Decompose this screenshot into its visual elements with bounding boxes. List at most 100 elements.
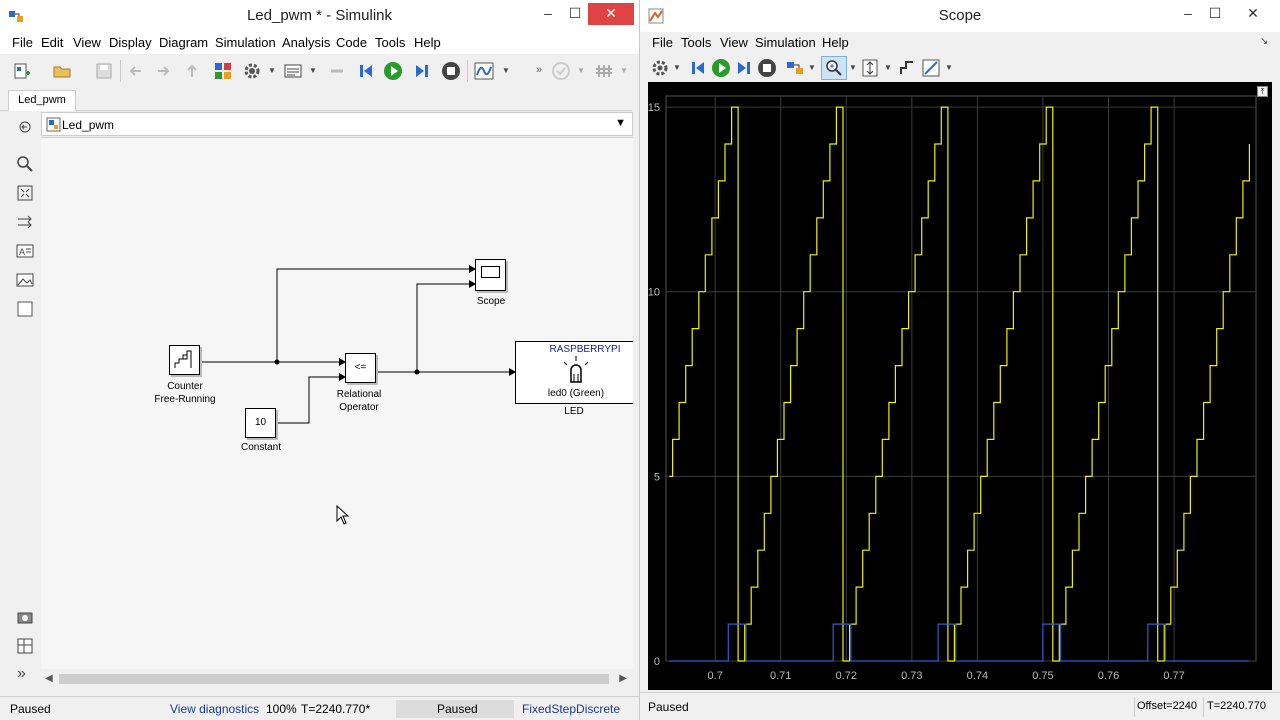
scope-stop-icon[interactable] [757, 58, 777, 78]
scope-maximize-button[interactable]: ☐ [1208, 5, 1222, 21]
scrollbar-thumb[interactable] [59, 674, 609, 684]
gear-dropdown-icon[interactable]: ▼ [268, 66, 276, 75]
inspector-dropdown-icon[interactable]: ▼ [502, 66, 510, 75]
relational-operator-block[interactable]: <= [345, 353, 376, 383]
simulink-statusbar: Paused View diagnostics 100% T=2240.770*… [0, 696, 639, 720]
scope-menu-file[interactable]: File [652, 35, 673, 50]
simulink-window: Led_pwm * - Simulink – ☐ ✕ File Edit Vie… [0, 0, 640, 720]
menu-edit[interactable]: Edit [41, 35, 64, 50]
tab-led-pwm[interactable]: Led_pwm [8, 90, 76, 111]
minimize-button[interactable]: – [544, 5, 552, 21]
zoom-icon[interactable] [16, 155, 34, 173]
scope-menu-view[interactable]: View [720, 35, 748, 50]
matlab-icon [648, 8, 664, 24]
autoscale-dropdown-icon[interactable]: ▼ [884, 63, 892, 72]
toolbar-overflow-icon[interactable]: » [536, 64, 543, 76]
x-tick-label: 0.74 [967, 670, 988, 682]
link-icon[interactable] [327, 61, 347, 81]
model-settings-gear-icon[interactable] [242, 61, 262, 81]
scope-step-back-icon[interactable] [688, 58, 708, 78]
menu-help[interactable]: Help [414, 35, 441, 50]
address-dropdown-icon[interactable]: ▼ [615, 117, 626, 129]
scope-toolbar: ▼ ▼ ▼ ▼ ▼ [640, 54, 1280, 82]
step-back-icon[interactable] [356, 61, 376, 81]
relop-label-line2: Operator [339, 402, 379, 413]
menu-analysis[interactable]: Analysis [282, 35, 331, 50]
stop-icon[interactable] [441, 61, 461, 81]
measurements-dropdown-icon[interactable]: ▼ [945, 63, 953, 72]
zoom-dropdown-icon[interactable]: ▼ [849, 63, 857, 72]
solver-link[interactable]: FixedStepDiscrete [522, 702, 621, 716]
x-tick-label: 0.73 [901, 670, 922, 682]
highlight-dropdown-icon[interactable]: ▼ [808, 63, 816, 72]
led-block-header: RASPBERRYPI [549, 344, 621, 355]
menu-tools[interactable]: Tools [375, 35, 406, 50]
scope-minimize-button[interactable]: – [1184, 5, 1192, 21]
arrows-icon[interactable] [16, 213, 34, 231]
undock-axes-icon[interactable]: ⤒ [1257, 86, 1268, 97]
annotation-icon[interactable]: A [16, 242, 34, 260]
triggers-icon[interactable] [897, 58, 917, 78]
menu-diagram[interactable]: Diagram [159, 35, 209, 50]
constant-block[interactable]: 10 [245, 408, 276, 438]
settings-dropdown-icon[interactable]: ▼ [673, 63, 681, 72]
menu-view[interactable]: View [73, 35, 101, 50]
camera-icon[interactable] [16, 608, 34, 626]
scroll-left-icon[interactable]: ◀ [45, 673, 53, 684]
menu-file[interactable]: File [12, 35, 33, 50]
cursor-measurements-icon[interactable] [921, 58, 941, 78]
new-model-icon[interactable] [12, 61, 32, 81]
scope-settings-gear-icon[interactable] [650, 58, 670, 78]
check-dropdown-icon[interactable]: ▼ [577, 66, 585, 75]
x-tick-label: 0.76 [1098, 670, 1119, 682]
zoom-in-button[interactable] [821, 56, 847, 80]
horizontal-scrollbar[interactable]: ◀ ▶ [41, 670, 633, 688]
address-bar[interactable]: Led_pwm ▼ [41, 112, 633, 136]
menu-simulation[interactable]: Simulation [215, 35, 276, 50]
scope-menu-simulation[interactable]: Simulation [755, 35, 816, 50]
step-forward-icon[interactable] [412, 61, 432, 81]
build-icon[interactable] [594, 61, 614, 81]
build-dropdown-icon[interactable]: ▼ [620, 66, 628, 75]
back-arrow-icon[interactable] [126, 61, 146, 81]
maximize-button[interactable]: ☐ [568, 5, 582, 21]
open-folder-icon[interactable] [52, 61, 72, 81]
scope-menu-tools[interactable]: Tools [681, 35, 712, 50]
led-label: LED [564, 406, 584, 417]
expand-palette-icon[interactable]: » [17, 665, 26, 682]
autoscale-icon[interactable] [860, 58, 880, 78]
menu-display[interactable]: Display [109, 35, 152, 50]
scope-block[interactable] [475, 259, 506, 291]
scope-close-button[interactable]: ✕ [1247, 5, 1259, 21]
library-browser-icon[interactable] [213, 61, 233, 81]
image-icon[interactable] [16, 271, 34, 289]
close-button[interactable]: ✕ [588, 3, 634, 25]
dock-icon[interactable]: ↘ [1260, 36, 1269, 47]
led-block[interactable]: RASPBERRYPI led0 (Green) [515, 341, 633, 404]
highlight-simulink-icon[interactable] [785, 58, 805, 78]
scope-run-icon[interactable] [711, 58, 731, 78]
scroll-right-icon[interactable]: ▶ [619, 673, 627, 684]
model-explorer-icon[interactable] [283, 61, 303, 81]
hide-browser-icon[interactable] [16, 118, 34, 136]
model-canvas[interactable]: Counter Free-Running 10 Constant <= Rela… [41, 137, 633, 669]
menu-code[interactable]: Code [336, 35, 368, 50]
scope-step-forward-icon[interactable] [734, 58, 754, 78]
counter-label: Counter Free-Running [139, 380, 231, 406]
explorer-dropdown-icon[interactable]: ▼ [309, 66, 317, 75]
up-arrow-icon[interactable] [182, 61, 202, 81]
save-icon[interactable] [94, 61, 114, 81]
counter-label-line1: Counter [167, 381, 203, 392]
check-icon[interactable] [551, 61, 571, 81]
area-icon[interactable] [16, 300, 34, 318]
scope-label: Scope [476, 296, 506, 307]
sim-data-inspector-icon[interactable] [474, 61, 494, 81]
scope-menu-help[interactable]: Help [822, 35, 849, 50]
fit-to-view-icon[interactable] [16, 184, 34, 202]
counter-block[interactable] [169, 345, 200, 375]
model-browser-icon[interactable] [16, 637, 34, 655]
run-icon[interactable] [383, 61, 403, 81]
view-diagnostics-link[interactable]: View diagnostics [170, 702, 260, 716]
forward-arrow-icon[interactable] [153, 61, 173, 81]
